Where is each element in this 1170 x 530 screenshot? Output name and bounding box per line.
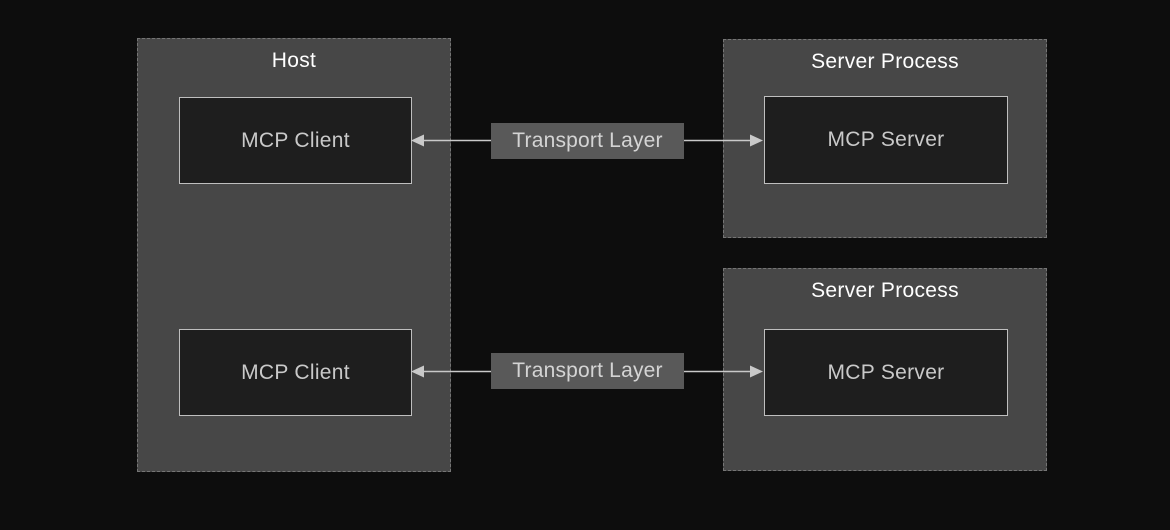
transport-layer-text-1: Transport Layer [512,129,663,152]
server-process-container-2: Server Process MCP Server [723,268,1047,471]
server-process-container-1: Server Process MCP Server [723,39,1047,238]
mcp-server-label-2: MCP Server [827,360,945,384]
mcp-server-node-2: MCP Server [764,329,1008,416]
mcp-client-label-2: MCP Client [241,360,350,384]
server-process-title-2: Server Process [811,279,959,302]
host-container: Host MCP Client MCP Client [137,38,451,472]
mcp-client-node-1: MCP Client [179,97,412,184]
mcp-server-node-1: MCP Server [764,96,1008,184]
transport-layer-label-2: Transport Layer [491,353,684,389]
transport-layer-label-1: Transport Layer [491,123,684,159]
host-title: Host [271,49,317,72]
mcp-client-label-1: MCP Client [241,128,350,152]
server-process-title-1: Server Process [811,50,959,73]
mcp-server-label-1: MCP Server [827,128,945,151]
transport-layer-text-2: Transport Layer [512,359,663,382]
mcp-client-node-2: MCP Client [179,329,412,416]
